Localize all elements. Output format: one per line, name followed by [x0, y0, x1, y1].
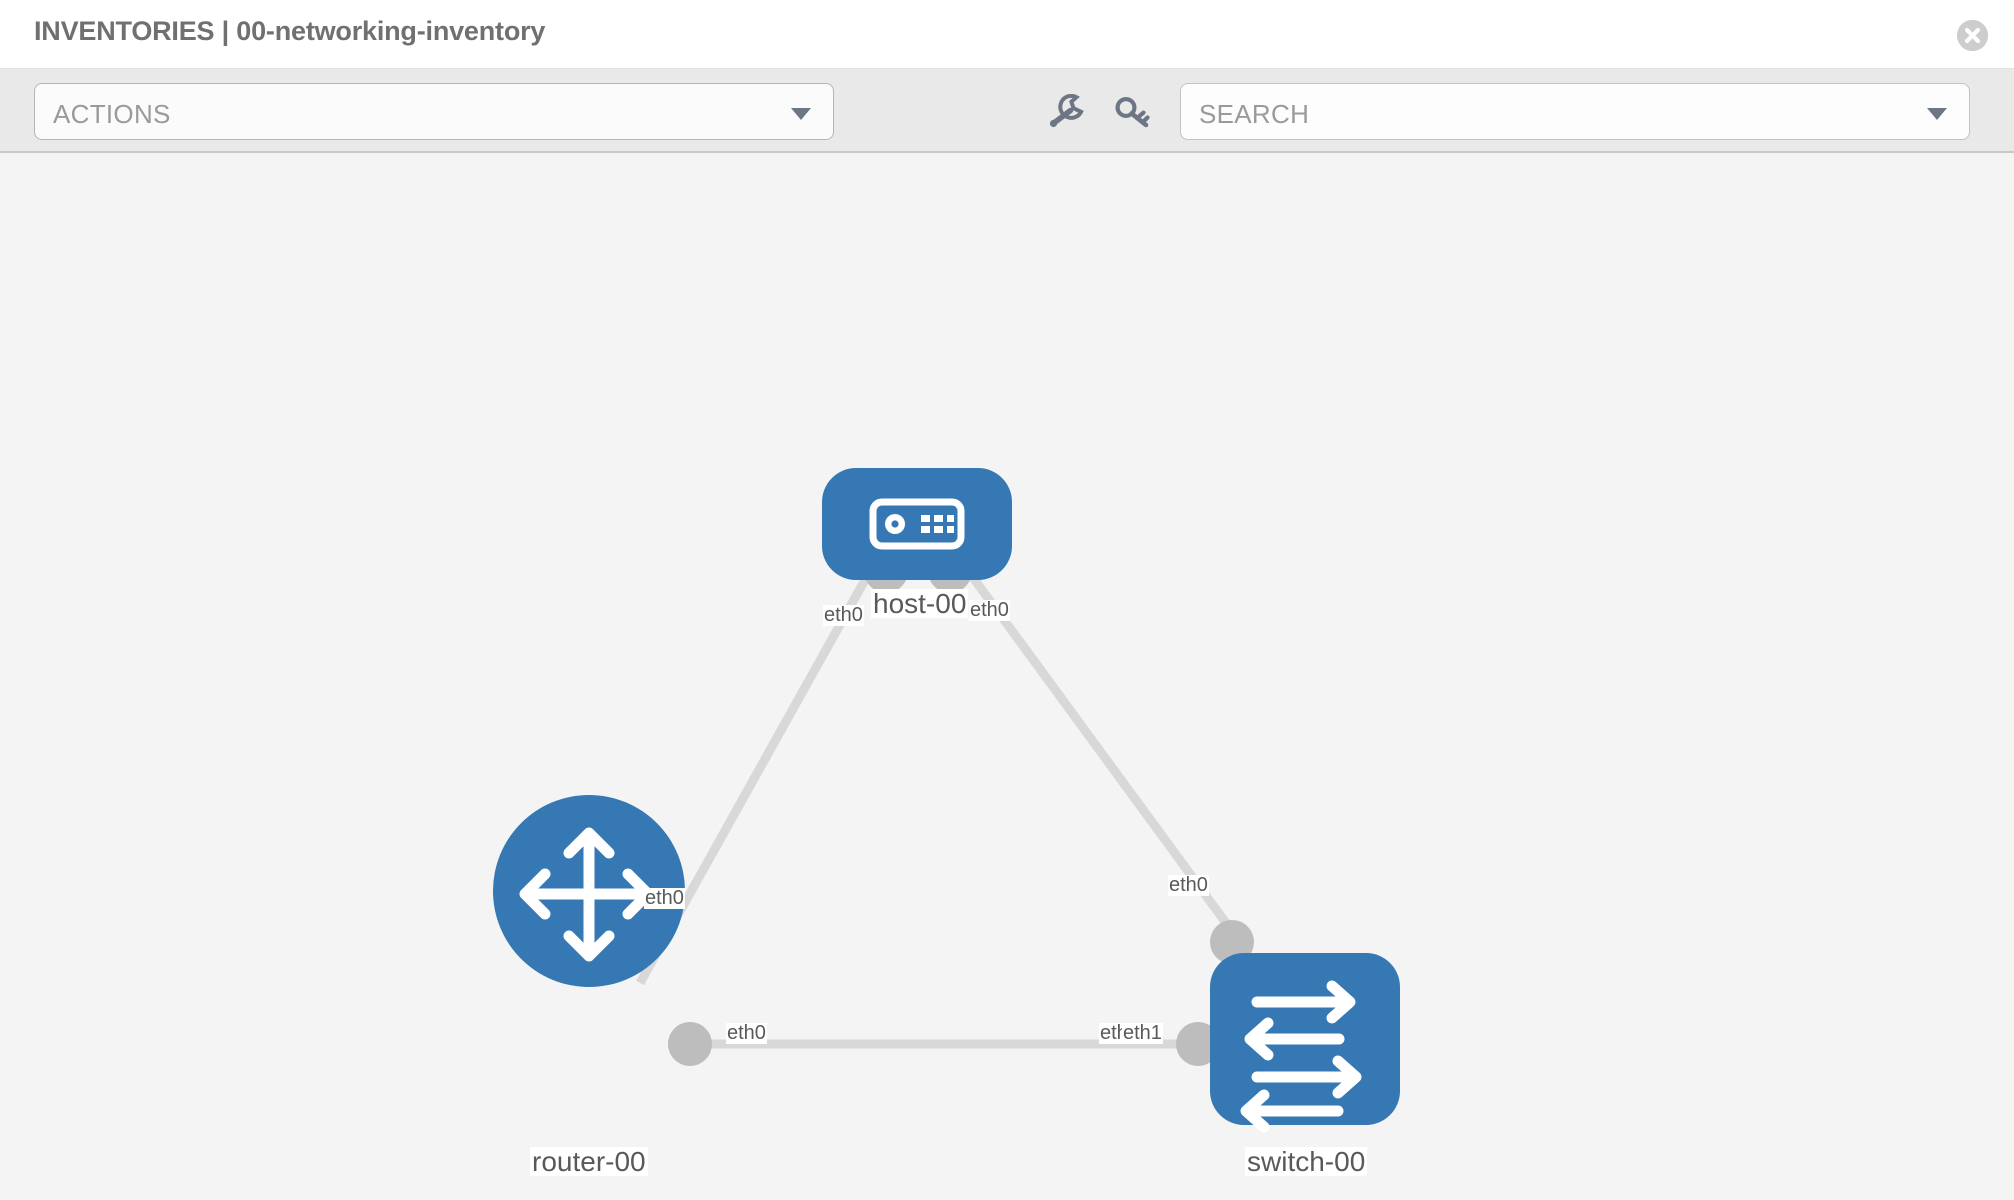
node-host-00: [822, 468, 1012, 580]
topology-links: [636, 550, 1252, 1049]
wrench-icon[interactable]: [1046, 93, 1086, 130]
topology-graph: [493, 468, 1400, 1133]
node-label-switch-00: switch-00: [1245, 1146, 1368, 1177]
router-icon: [519, 827, 654, 962]
topology-canvas[interactable]: eth0 eth0 eth0 eth0 eth0 eth eth1 host-0…: [0, 153, 2014, 1200]
iface-label: eth0: [726, 1022, 767, 1044]
search-placeholder: SEARCH: [1199, 99, 1310, 129]
node-label-router-00: router-00: [530, 1146, 648, 1177]
iface-label: eth1: [1122, 1022, 1163, 1044]
close-icon[interactable]: [1957, 20, 1988, 51]
actions-dropdown-label: ACTIONS: [53, 99, 171, 129]
iface-label: eth0: [644, 887, 685, 909]
iface-label: eth0: [823, 604, 864, 626]
actions-dropdown[interactable]: ACTIONS: [34, 83, 834, 140]
page-title: INVENTORIES | 00-networking-inventory: [34, 16, 546, 46]
search-input[interactable]: SEARCH: [1180, 83, 1970, 140]
endpoint-switch-left: [1176, 1022, 1220, 1066]
topology-endpoints: [668, 549, 1254, 1066]
toolbar: ACTIONS SEARCH: [0, 69, 2014, 153]
iface-label: eth0: [1168, 874, 1209, 896]
node-switch-00: [1210, 953, 1400, 1133]
endpoint-switch-top: [1210, 920, 1254, 964]
node-label-host-00: host-00: [871, 588, 969, 619]
iface-label: eth: [1099, 1022, 1129, 1044]
search-chevron-down-icon[interactable]: [1927, 108, 1947, 120]
page-header: INVENTORIES | 00-networking-inventory: [0, 0, 2014, 69]
endpoint-router-right: [668, 1022, 712, 1066]
chevron-down-icon: [791, 108, 811, 120]
server-icon: [869, 498, 965, 550]
switch-icon: [1240, 980, 1362, 1133]
iface-label: eth0: [969, 599, 1010, 621]
node-router-00: [493, 795, 685, 987]
key-icon[interactable]: [1113, 94, 1153, 130]
